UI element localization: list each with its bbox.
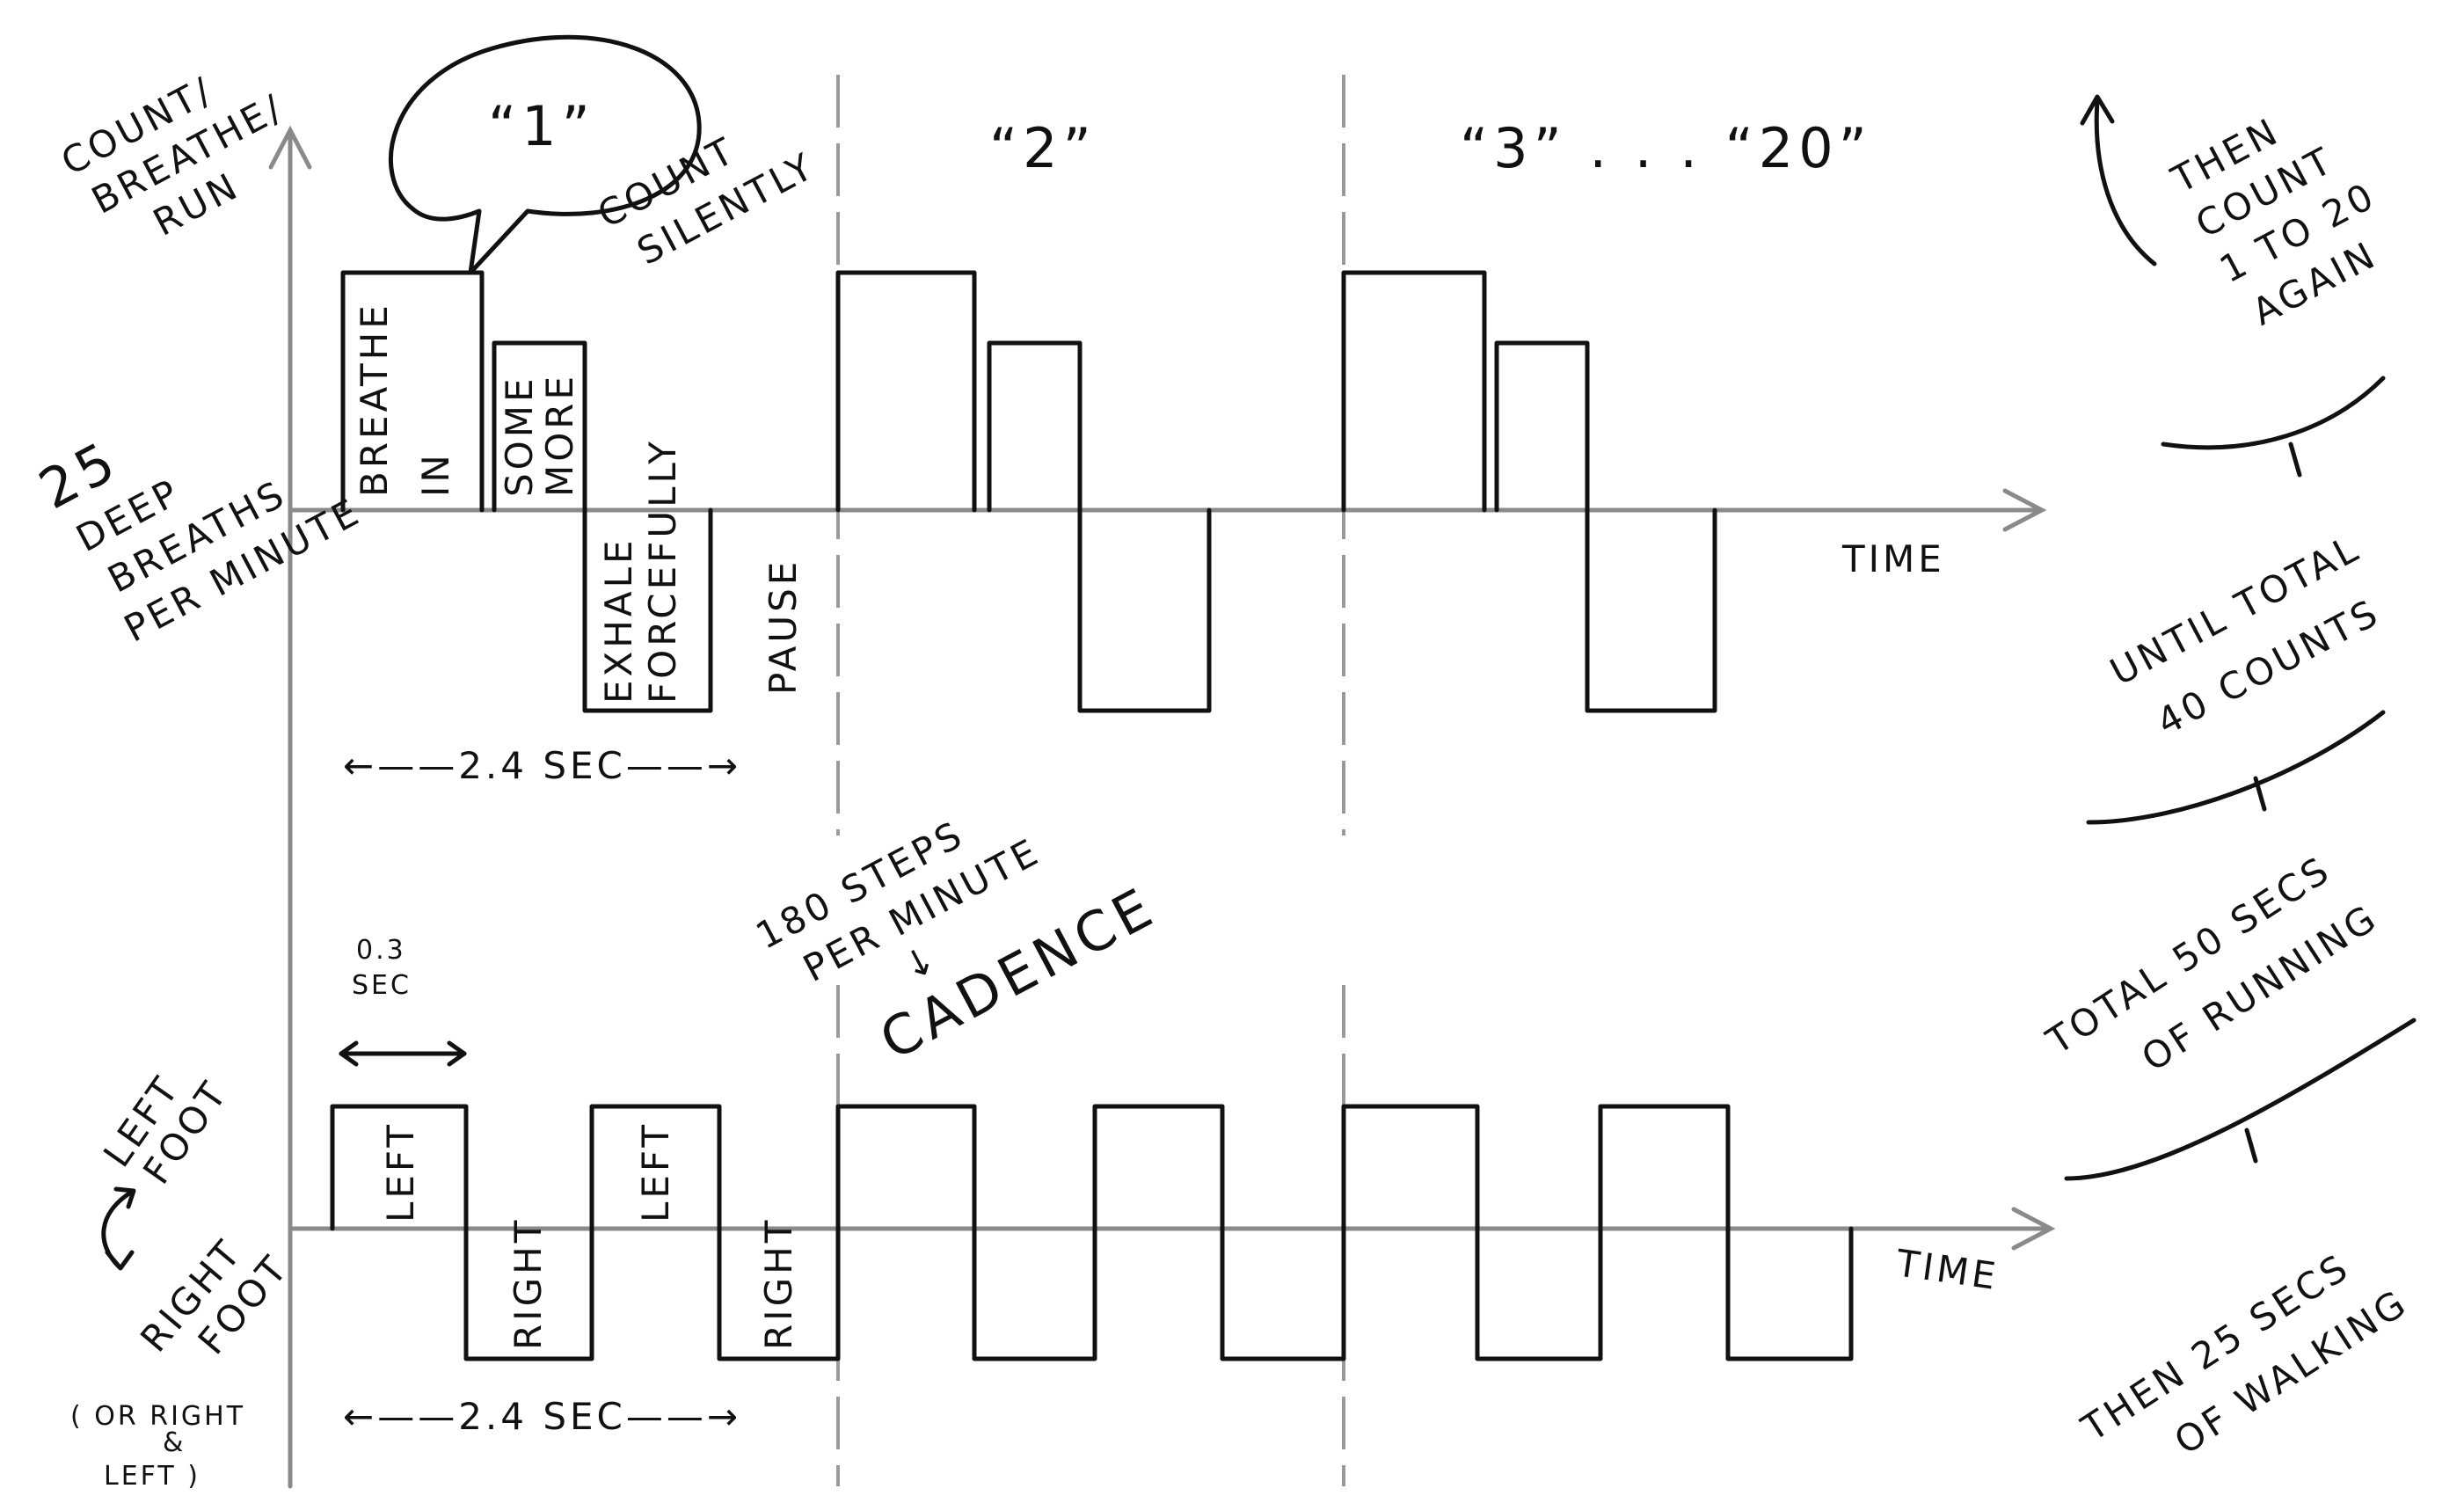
swap-feet-arrow-top-head <box>113 1186 136 1209</box>
vertical-axis-arrowhead <box>268 125 312 170</box>
step-label-left-1: LEFT <box>379 1121 422 1222</box>
count-three-to-twenty-label: “3” . . . “20” <box>1460 116 1872 180</box>
some-more-line-2: MORE <box>538 373 581 497</box>
brace-total-running <box>2064 1018 2417 1181</box>
total-running-label: TOTAL 50 SECS OF RUNNING <box>2038 847 2386 1079</box>
step-period-label: ←——2.4 SEC——→ <box>343 1395 741 1438</box>
exhale-pulse-1 <box>582 507 713 713</box>
step-square-wave <box>330 1104 1854 1361</box>
exhale-pulse-3 <box>1585 507 1717 713</box>
exhale-pulse-2 <box>1077 507 1212 713</box>
or-line-1: ( OR RIGHT <box>70 1401 245 1432</box>
step-time-label: TIME <box>1893 1241 2002 1298</box>
step-right-2-text: RIGHT <box>757 1217 800 1350</box>
exhale-line-2: FORCEFULLY <box>641 438 684 704</box>
some-more-line-1: SOME <box>498 376 541 498</box>
step-label-left-2: LEFT <box>634 1121 677 1222</box>
breathe-in-pulse-1 <box>340 270 485 513</box>
brace-total-running-tick <box>2244 1127 2258 1164</box>
right-foot-label: RIGHT FOOT <box>132 1230 297 1362</box>
breath-waveform <box>340 270 1717 713</box>
swap-feet-arrow-bottom-head <box>105 1250 135 1271</box>
step-label-right-1: RIGHT <box>507 1217 550 1350</box>
then-count-again-label: THEN COUNT 1 TO 20 AGAIN <box>2164 109 2385 334</box>
exhale-line-1: EXHALE <box>597 536 640 704</box>
brace-then-count-tick <box>2288 442 2302 478</box>
breathe-in-pulse-2 <box>835 270 977 513</box>
pause-label: PAUSE <box>762 558 805 695</box>
step-duration-line-2: SEC <box>352 970 412 1001</box>
step-left-2-text: LEFT <box>634 1121 677 1222</box>
count-two-label: “2” <box>989 116 1097 180</box>
or-line-2: & <box>163 1427 186 1458</box>
breathe-in-line-2: IN <box>414 451 457 497</box>
breath-period-label: ←——2.4 SEC——→ <box>343 744 741 787</box>
or-line-3: LEFT ) <box>104 1461 200 1492</box>
brace-then-count <box>2161 376 2386 450</box>
breathe-in-pulse-3 <box>1341 270 1487 513</box>
step-right-1-text: RIGHT <box>507 1217 550 1350</box>
count-silently-label: COUNT SILENTLY <box>591 128 823 274</box>
some-more-pulse-3 <box>1494 340 1590 513</box>
brace-until-total-tick <box>2253 776 2267 812</box>
step-duration-label: 0.3 SEC <box>352 935 412 1001</box>
breath-rate-label: 25 DEEP BREATHS PER MINUTE <box>29 427 368 650</box>
some-more-label: SOME MORE <box>498 373 581 497</box>
step-left-1-text: LEFT <box>379 1121 422 1222</box>
then-walking-label: THEN 25 SECS OF WALKING <box>2074 1244 2416 1463</box>
breath-time-axis-arrowhead <box>2002 488 2047 532</box>
some-more-pulse-2 <box>987 340 1083 513</box>
until-total-label: UNTIL TOTAL 40 COUNTS <box>2103 526 2387 744</box>
speech-bubble <box>388 34 702 275</box>
loop-back-arrow <box>2094 99 2157 266</box>
cadence-label: 180 STEPS PER MINUTE ↓ CADENCE <box>749 812 1167 1072</box>
pause-text: PAUSE <box>762 558 805 695</box>
step-label-right-2: RIGHT <box>757 1217 800 1350</box>
step-time-axis-arrowhead <box>2011 1207 2056 1251</box>
left-foot-label: LEFT FOOT <box>95 1067 237 1192</box>
some-more-pulse-1 <box>492 340 587 513</box>
bubble-count-one: “1” <box>488 94 595 158</box>
breath-time-label: TIME <box>1841 537 1945 580</box>
step-waveform <box>330 1104 1854 1361</box>
breathe-in-line-1: BREATHE <box>353 302 396 497</box>
step-duration-arrow-right-head <box>447 1040 467 1067</box>
exhale-label: EXHALE FORCEFULLY <box>597 438 684 704</box>
step-duration-line-1: 0.3 <box>356 935 406 966</box>
or-right-left-label: ( OR RIGHT & LEFT ) <box>70 1401 245 1492</box>
loop-back-arrowhead <box>2080 94 2115 126</box>
brace-until-total <box>2086 710 2386 825</box>
step-duration-arrow-left-head <box>339 1040 359 1067</box>
breathe-in-label: BREATHE IN <box>353 302 457 497</box>
